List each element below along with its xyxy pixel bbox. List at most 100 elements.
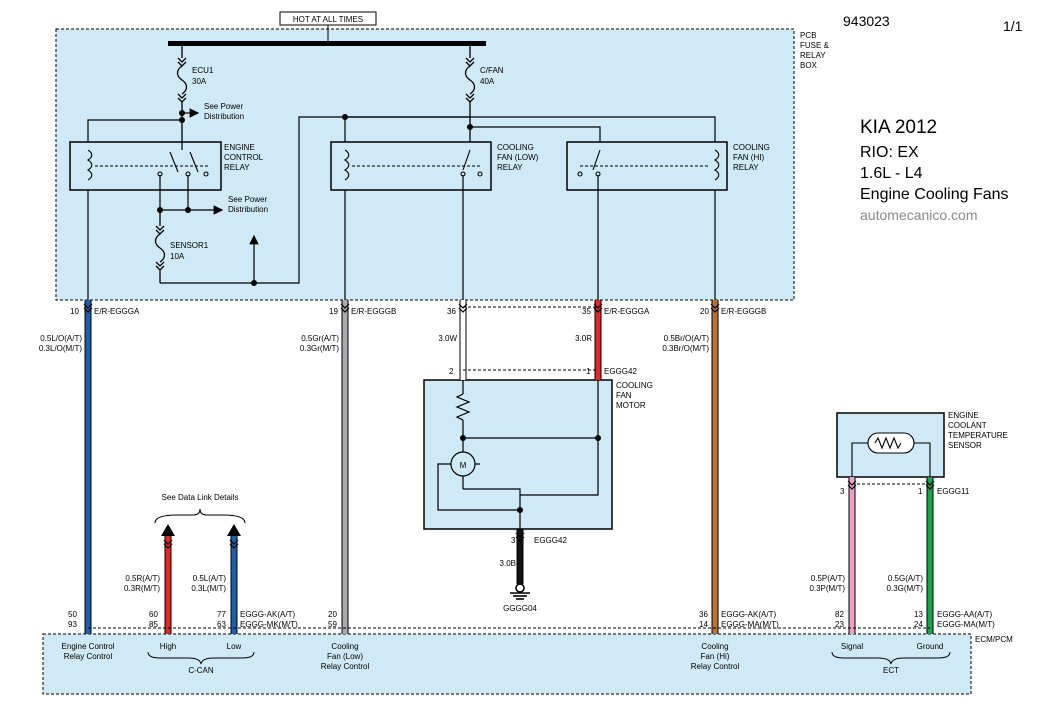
ecm-pin-85: 85 (149, 620, 158, 629)
ecm-pin-24: 24 (914, 620, 923, 629)
ecm-pin-63: 63 (217, 620, 226, 629)
motor-junctions (460, 435, 601, 513)
motor-ground-wire: 3.0B (500, 559, 516, 568)
pin-36: 36 (447, 307, 456, 316)
wire-w10 (83, 300, 93, 634)
ecm-pin-20: 20 (328, 610, 337, 619)
cfl-label-2: FAN (LOW) (497, 153, 539, 162)
motor-label-3: MOTOR (616, 401, 646, 410)
ecm-pin-14: 14 (699, 620, 708, 629)
ecm-pin-50: 50 (68, 610, 77, 619)
pin-35: 35 (582, 307, 591, 316)
data-link-note: See Data Link Details (162, 493, 239, 502)
ecm-ect-conn-2: EGGG-MA(M/T) (937, 620, 995, 629)
fuse-ecu1-rating: 30A (192, 77, 207, 86)
wire-motor-ground (515, 529, 525, 584)
fuse-cfan (464, 46, 476, 142)
relay-internals (86, 149, 720, 181)
pin-19: 19 (329, 307, 338, 316)
ecm-pin-13: 13 (914, 610, 923, 619)
w19-spec-1: 0.5Gr(A/T) (301, 334, 339, 343)
ecr-label-1: ENGINE (224, 143, 255, 152)
wire-w20 (710, 300, 720, 634)
ect-group-brace (831, 651, 951, 665)
ect-signal-spec-1: 0.5P(A/T) (811, 574, 846, 583)
wire-w19 (340, 300, 350, 634)
motor-symbol: M (460, 461, 467, 470)
pin-35-connector: E/R-EGGGA (604, 307, 650, 316)
fn-can-high: High (160, 642, 176, 651)
wire-w36 (458, 300, 468, 380)
pin-20-connector: E/R-EGGGB (721, 307, 766, 316)
motor-pin-2: 2 (449, 367, 454, 376)
pcb-label-1: PCB (800, 31, 816, 40)
can-low-arrow (227, 524, 241, 536)
can-low-spec-2: 0.3L(M/T) (191, 584, 226, 593)
ecm-pin-82: 82 (835, 610, 844, 619)
ecr-label-2: CONTROL (224, 153, 264, 162)
ecm-pin-59: 59 (328, 620, 337, 629)
ecm-ect-conn-1: EGGG-AA(A/T) (937, 610, 992, 619)
doc-number: 943023 (843, 13, 890, 29)
ect-pin-3: 3 (840, 487, 845, 496)
can-high-spec-2: 0.3R(M/T) (124, 584, 160, 593)
ground-symbol (510, 583, 530, 600)
pcb-internal-wiring (87, 108, 716, 300)
see-power-1-line2: Distribution (204, 112, 244, 121)
ect-label-2: COOLANT (948, 421, 987, 430)
fn-ect-group: ECT (883, 666, 899, 675)
pin-20: 20 (700, 307, 709, 316)
can-group-brace (147, 651, 255, 665)
wire-ect-ground (925, 477, 935, 634)
pin-10-connector: E/R-EGGGA (94, 307, 140, 316)
ecm-can-conn-2: EGGG-MK(M/T) (240, 620, 298, 629)
w20-spec-1: 0.5Br/O(A/T) (664, 334, 710, 343)
can-low-spec-1: 0.5L(A/T) (193, 574, 227, 583)
pin-10: 10 (70, 307, 79, 316)
ecm-pin-77: 77 (217, 610, 226, 619)
fn-cfh-3: Relay Control (691, 662, 740, 671)
see-power-2-line1: See Power (228, 195, 267, 204)
w20-spec-2: 0.3Br/O(M/T) (662, 344, 709, 353)
wire-can-low (229, 536, 239, 634)
data-link-brace (154, 508, 246, 524)
ecm-pin-60: 60 (149, 610, 158, 619)
pin-19-connector: E/R-EGGGB (351, 307, 396, 316)
wire-can-high (163, 536, 173, 634)
fn-can-low: Low (227, 642, 242, 651)
see-power-1-line1: See Power (204, 102, 243, 111)
ecm-cfh-conn-1: EGGG-AK(A/T) (721, 610, 776, 619)
fuse-cfan-rating: 40A (480, 77, 495, 86)
ecm-label: ECM/PCM (975, 635, 1013, 644)
ecm-pcm-box (42, 633, 972, 695)
ect-connector: EGGG11 (937, 487, 970, 496)
ecm-can-conn-1: EGGG-AK(A/T) (240, 610, 295, 619)
watermark: automecanico.com (860, 207, 978, 223)
w35-spec: 3.0R (575, 334, 592, 343)
title-system: Engine Cooling Fans (860, 186, 1009, 203)
ground-point: GGGG04 (503, 604, 537, 613)
ecm-pin-36: 36 (699, 610, 708, 619)
motor-connector: EGGG42 (604, 367, 637, 376)
thermistor-symbol (851, 432, 931, 477)
cfl-label-3: RELAY (497, 163, 523, 172)
wire-ect-signal (847, 477, 857, 634)
motor-label-2: FAN (616, 391, 632, 400)
ect-pin-1: 1 (918, 487, 923, 496)
ect-label-4: SENSOR (948, 441, 982, 450)
fn-ecr-2: Relay Control (64, 652, 113, 661)
ect-ground-spec-2: 0.3G(M/T) (887, 584, 924, 593)
ecm-cfh-conn-2: EGGG-MA(M/T) (721, 620, 779, 629)
power-bus-bar (168, 41, 486, 46)
fn-can-group: C-CAN (188, 666, 214, 675)
pcb-label-4: BOX (800, 61, 818, 70)
fuse-sensor1-name: SENSOR1 (170, 241, 209, 250)
pcb-label-3: RELAY (800, 51, 826, 60)
fn-signal: Signal (841, 642, 863, 651)
junction-dots (157, 110, 473, 286)
ect-label-3: TEMPERATURE (948, 431, 1008, 440)
fn-cfh-2: Fan (Hi) (701, 652, 730, 661)
fuse-cfan-name: C/FAN (480, 66, 504, 75)
cfh-label-2: FAN (HI) (733, 153, 764, 162)
